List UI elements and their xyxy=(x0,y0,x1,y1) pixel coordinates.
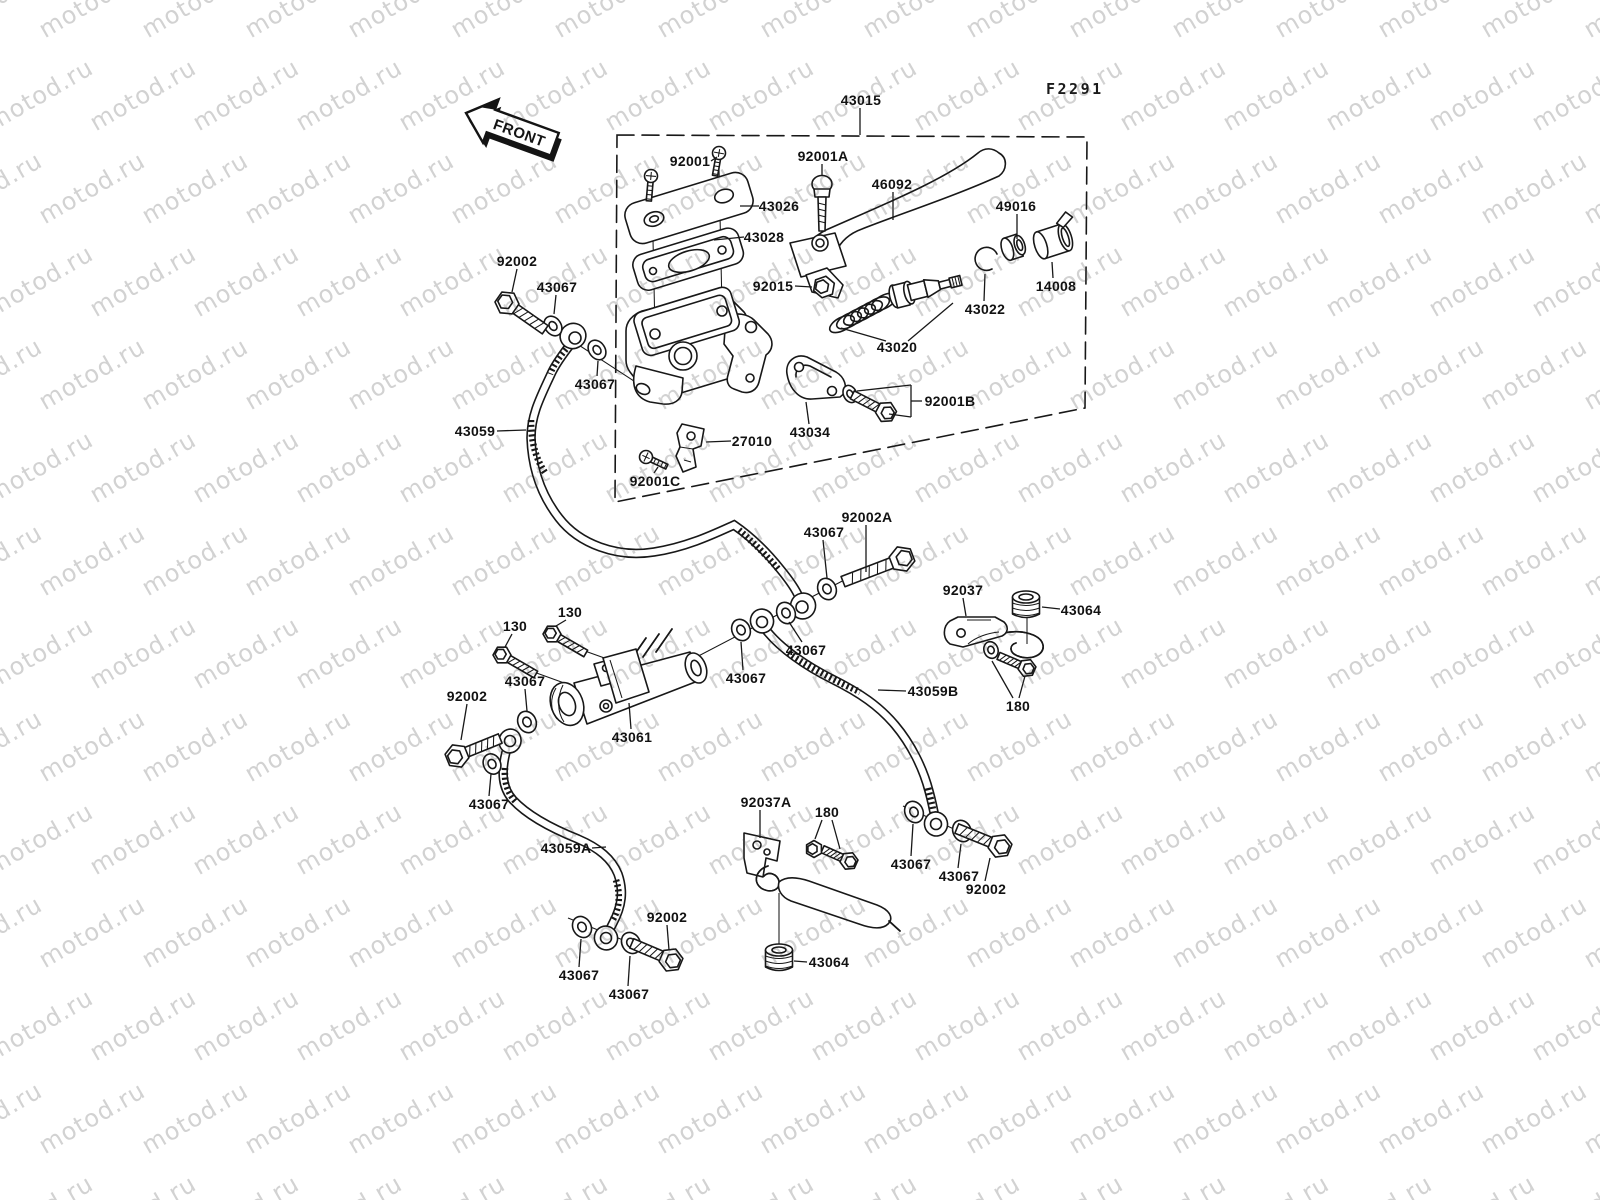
spring-43020 xyxy=(828,292,898,334)
circlip-43022 xyxy=(974,246,998,272)
reservoir-cap-43026 xyxy=(624,171,754,245)
front-arrow: FRONT xyxy=(464,97,562,162)
union-43061 xyxy=(549,628,708,727)
sleeve-14008 xyxy=(1032,211,1074,260)
cap-43064-right xyxy=(1011,590,1041,619)
diaphragm-plate-43028 xyxy=(632,227,745,292)
bracket-92037A xyxy=(743,832,901,932)
brake-hose-43059A xyxy=(498,747,627,940)
brake-hose-43059 xyxy=(526,340,804,602)
assembly-boundary-box xyxy=(614,134,1088,503)
piston-43020 xyxy=(888,274,963,309)
brake-hose-43059B xyxy=(761,625,940,823)
boot-49016 xyxy=(1000,233,1027,262)
leader-lines xyxy=(460,108,1061,987)
banjo-eye-fittings xyxy=(498,322,949,951)
bracket-27010 xyxy=(675,423,705,473)
pivot-bolt-92001A xyxy=(811,174,833,232)
bracket-92037 xyxy=(943,616,1044,659)
master-cylinder-body xyxy=(625,286,773,405)
hardware-layer xyxy=(444,145,1037,972)
cap-43064-bottom xyxy=(764,943,794,972)
figure-code: F2291 xyxy=(1046,80,1104,98)
clamp-43034 xyxy=(785,355,847,400)
